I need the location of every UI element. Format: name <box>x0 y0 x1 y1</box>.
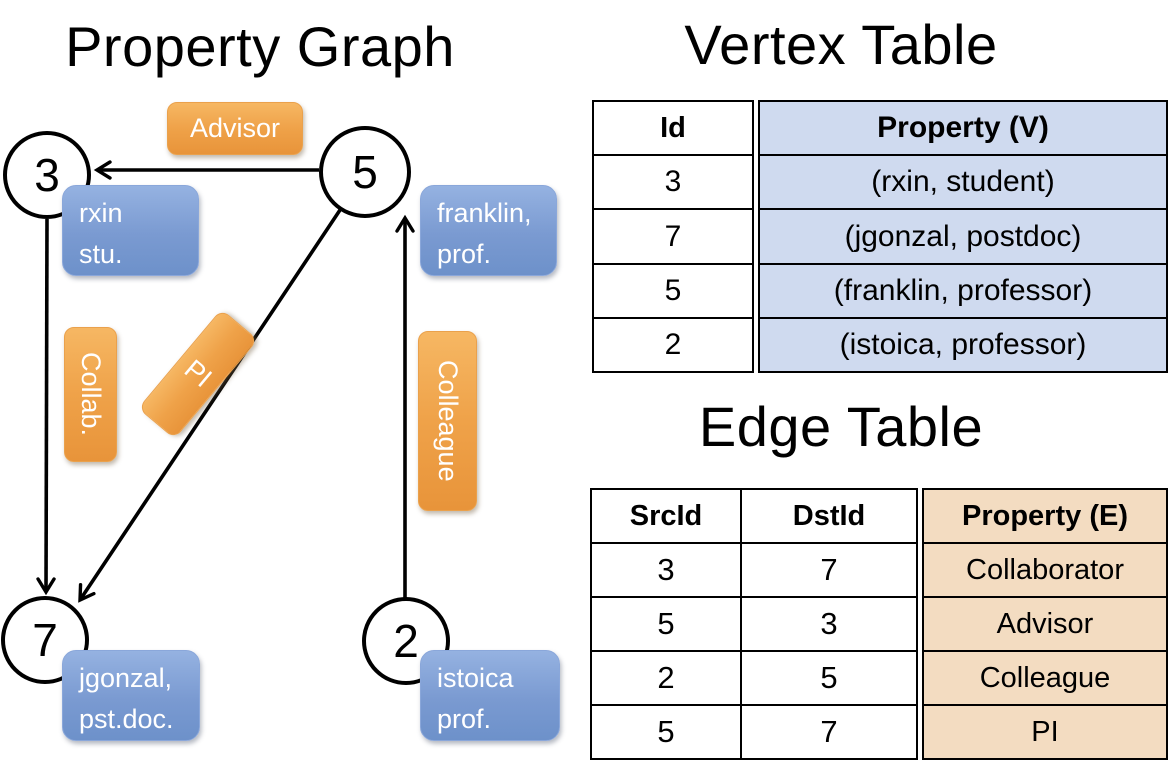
edge-table-srcid-cell: 5 <box>592 596 740 650</box>
vertex-table-id-cell: 3 <box>594 154 752 208</box>
edge-5-to-7-arrow <box>78 209 342 603</box>
node-id-label: 2 <box>393 615 419 667</box>
edge-table-property-header: Property (E) <box>924 490 1166 542</box>
edge-label-collab: Collab. <box>64 327 117 462</box>
edge-table-srcid-cell: 3 <box>592 542 740 596</box>
edge-table-srcid-column: SrcId 3 5 2 5 <box>590 488 742 760</box>
edge-label-advisor: Advisor <box>167 102 303 155</box>
edge-table-dstid-cell: 3 <box>742 596 916 650</box>
vertex-label-line1: jgonzal, <box>79 663 173 693</box>
vertex-label-line1: franklin, <box>437 198 532 228</box>
vertex-table-id-column: Id 3 7 5 2 <box>592 100 754 373</box>
edge-table-property-cell: Colleague <box>924 650 1166 704</box>
vertex-label-istoica: istoica prof. <box>420 650 560 741</box>
vertex-table-id-cell: 5 <box>594 262 752 317</box>
vertex-table-id-header: Id <box>660 111 686 144</box>
edge-table-title: Edge Table <box>698 395 984 458</box>
vertex-table-property-cell: (franklin, professor) <box>760 262 1166 317</box>
vertex-table-property-cell: (jgonzal, postdoc) <box>760 208 1166 263</box>
edge-table-id-columns: SrcId 3 5 2 5 DstId 7 3 5 7 <box>590 488 918 760</box>
vertex-table-id-cell: 2 <box>594 316 752 371</box>
vertex-label-jgonzal: jgonzal, pst.doc. <box>62 650 200 741</box>
node-circle-7: 7 <box>1 596 89 684</box>
vertex-table-property-cell: (rxin, student) <box>760 154 1166 209</box>
vertex-label-line1: rxin <box>79 198 123 228</box>
node-id-label: 7 <box>32 614 58 666</box>
vertex-label-line2: pst.doc. <box>79 703 174 734</box>
node-id-label: 3 <box>34 149 60 201</box>
vertex-label-line2: prof. <box>437 703 492 734</box>
graph-edges-canvas <box>36 160 415 603</box>
node-id-label: 5 <box>352 146 378 198</box>
vertex-table-id-cell: 7 <box>594 208 752 262</box>
edge-table-dstid-cell: 7 <box>742 704 916 758</box>
edge-table-property-column: Property (E) Collaborator Advisor Collea… <box>922 488 1168 760</box>
edge-table-property-cell: Advisor <box>924 596 1166 650</box>
edge-table-dstid-header: DstId <box>792 499 866 532</box>
node-circle-5: 5 <box>319 126 411 218</box>
edge-3-to-7-arrow <box>36 218 56 596</box>
vertex-label-line1: istoica <box>437 663 514 693</box>
edge-label-text: Colleague <box>433 360 463 482</box>
edge-label-text: PI <box>178 353 218 394</box>
vertex-label-rxin: rxin stu. <box>62 185 199 276</box>
edge-table-srcid-cell: 2 <box>592 650 740 704</box>
vertex-label-franklin: franklin, prof. <box>420 185 557 276</box>
edge-table-srcid-cell: 5 <box>592 704 740 758</box>
edge-label-text: Advisor <box>189 113 281 143</box>
vertex-table-property-header: Property (V) <box>760 102 1166 155</box>
edge-label-colleague: Colleague <box>418 331 477 511</box>
edge-table-property-cell: Collaborator <box>924 542 1166 596</box>
vertex-table-property-column: Property (V) (rxin, student) (jgonzal, p… <box>758 100 1168 373</box>
edge-table-srcid-header: SrcId <box>629 499 703 532</box>
edge-table-dstid-cell: 7 <box>742 542 916 596</box>
edge-table-dstid-column: DstId 7 3 5 7 <box>742 488 918 760</box>
vertex-label-line2: prof. <box>437 238 492 269</box>
vertex-label-line2: stu. <box>79 238 123 269</box>
vertex-table-property-cell: (istoica, professor) <box>760 316 1166 372</box>
property-graph-title: Property Graph <box>65 15 455 78</box>
edge-table-property-cell: PI <box>924 704 1166 758</box>
edge-label-text: Collab. <box>76 352 106 437</box>
vertex-table-title: Vertex Table <box>684 13 998 76</box>
edge-table-dstid-cell: 5 <box>742 650 916 704</box>
